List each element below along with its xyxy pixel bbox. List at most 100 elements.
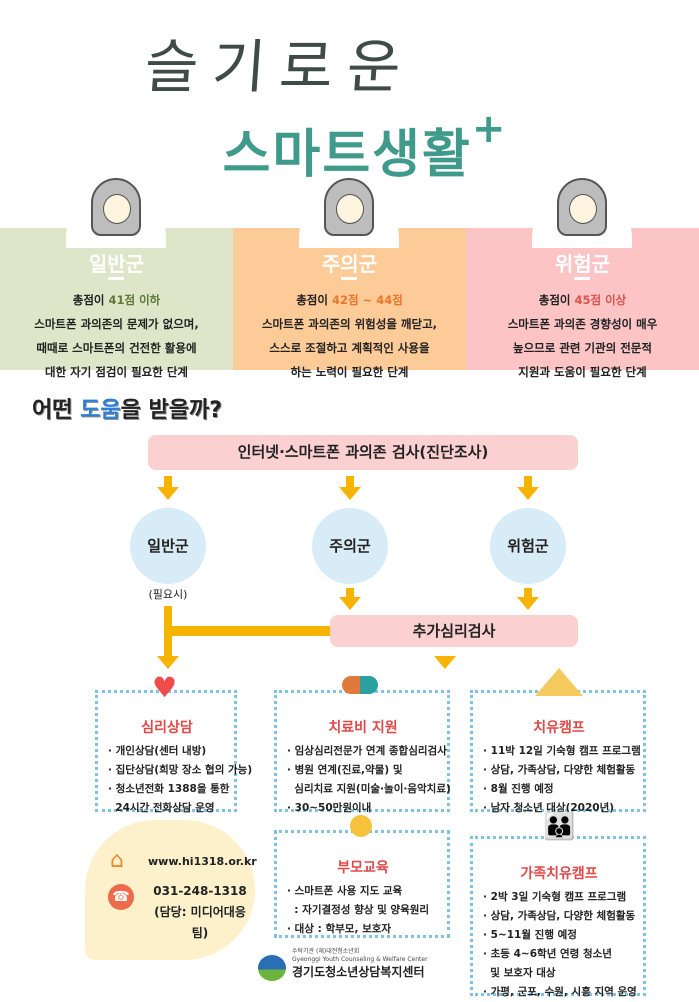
phone-number: 031-248-1318	[153, 884, 247, 898]
arrow-down-icon	[157, 487, 179, 500]
divider	[108, 277, 124, 280]
score-prefix: 총점이	[72, 293, 109, 307]
service-item: · 상담, 가족상담, 다양한 체험활동	[483, 910, 636, 922]
pill-icon	[342, 676, 378, 694]
divider	[574, 277, 590, 280]
service-item: · 2박 3일 기숙형 캠프 프로그램	[483, 891, 627, 903]
score-value: 45점 이상	[574, 293, 627, 307]
service-title: 가족치유캠프	[520, 866, 598, 882]
service-title: 부모교육	[337, 860, 389, 876]
group-desc-line: 스마트폰 과의존 경향성이 매우	[507, 317, 658, 331]
service-item: · 가평, 군포, 수원, 시흥 지역 운영	[483, 986, 637, 998]
character-icon	[91, 178, 141, 236]
group-score: 총점이 45점 이상	[466, 288, 699, 312]
plus-icon: +	[471, 105, 508, 152]
logo-icon	[258, 955, 286, 981]
group-desc-line: 대한 자기 점검이 필요한 단계	[45, 365, 188, 379]
service-item: · 병원 연계(진료,약물) 및	[287, 764, 403, 776]
character-icon	[557, 178, 607, 236]
logo-sub2: Gyeonggi Youth Counseling & Welfare Cent…	[292, 956, 428, 963]
service-counseling: 심리상담 · 개인상담(센터 내방) · 집단상담(희망 장소 협의 가능) ·…	[95, 690, 253, 814]
group-score: 총점이 41점 이하	[0, 288, 233, 312]
diagnostic-test-bar: 인터넷·스마트폰 과의존 검사(진단조사)	[148, 435, 578, 470]
additional-test-bar: 추가심리검사	[330, 615, 578, 647]
service-title: 치유캠프	[533, 720, 585, 736]
service-item: · 11박 12일 기숙형 캠프 프로그램	[483, 745, 641, 757]
arrow-stem	[164, 476, 172, 488]
divider	[341, 277, 357, 280]
group-desc: 총점이 42점 ~ 44점 스마트폰 과의존의 위험성을 깨닫고, 스스로 조절하…	[233, 288, 466, 384]
logo-name: 경기도청소년상담복지센터	[292, 965, 425, 979]
service-item: · 스마트폰 사용 지도 교육	[287, 885, 403, 897]
group-name: 위험군	[554, 252, 611, 276]
group-desc-line: 하는 노력이 필요한 단계	[290, 365, 409, 379]
service-item: 심리치료 지원(미술·놀이·음악치료)	[287, 783, 451, 795]
service-treatment-support: 치료비 지원 · 임상심리전문가 연계 종합심리검사 · 병원 연계(진료,약물…	[274, 690, 451, 814]
circle-risk: 위험군	[490, 508, 566, 584]
group-name: 일반군	[88, 252, 145, 276]
arrow-stem	[346, 476, 354, 488]
circle-caution: 주의군	[312, 508, 388, 584]
help-heading: 어떤 도움을 받을까?	[32, 392, 222, 424]
service-item: · 30~50만원이내	[287, 802, 372, 814]
service-item: · 개인상담(센터 내방)	[108, 745, 207, 757]
group-desc-line: 스스로 조절하고 계획적인 사용을	[269, 341, 430, 355]
arrow-stem	[524, 476, 532, 488]
score-prefix: 총점이	[296, 293, 332, 307]
service-title: 치료비 지원	[328, 720, 398, 736]
service-parent-education: 부모교육 · 스마트폰 사용 지도 교육 : 자기결정성 향상 및 양육원리 ·…	[274, 830, 450, 938]
family-icon: 👪	[543, 812, 576, 842]
help-post: 을 받을까?	[120, 398, 223, 423]
group-desc-line: 스마트폰 과의존의 문제가 없으며,	[34, 317, 199, 331]
arrow-down-icon	[434, 656, 456, 669]
score-value: 41점 이하	[108, 293, 161, 307]
arrow-down-icon	[517, 487, 539, 500]
help-pre: 어떤	[32, 398, 81, 423]
character-icon	[324, 178, 374, 236]
contact-dept: (담당: 미디어대응팀)	[154, 905, 246, 940]
title-line2: 스마트생활+	[180, 106, 550, 187]
title-main: 스마트생활	[222, 125, 472, 185]
connector-line	[164, 626, 330, 636]
home-search-icon: ⌂	[110, 848, 124, 873]
website-link[interactable]: www.hi1318.or.kr	[148, 855, 257, 868]
group-name: 주의군	[321, 252, 378, 276]
lightbulb-icon	[350, 815, 372, 837]
service-item: · 8월 진행 예정	[483, 783, 554, 795]
service-item: : 자기결정성 향상 및 양육원리	[287, 904, 430, 916]
contact-phone: 031-248-1318 (담당: 미디어대응팀)	[150, 881, 250, 944]
group-panel-0: 일반군 총점이 41점 이하 스마트폰 과의존의 문제가 없으며, 때때로 스마트…	[0, 178, 233, 379]
service-item: · 임상심리전문가 연계 종합심리검사	[287, 745, 447, 757]
arrow-down-icon	[157, 656, 179, 669]
service-item: · 상담, 가족상담, 다양한 체험활동	[483, 764, 636, 776]
help-highlight: 도움	[80, 398, 121, 423]
service-item: · 집단상담(희망 장소 협의 가능)	[108, 764, 253, 776]
arrow-down-icon	[339, 597, 361, 610]
service-item: · 초등 4~6학년 연령 청소년	[483, 948, 612, 960]
arrow-down-icon	[517, 597, 539, 610]
logo-text: 수탁기관 (재)대전청소년회 Gyeonggi Youth Counseling…	[292, 948, 428, 980]
score-prefix: 총점이	[538, 293, 575, 307]
heart-icon: ♥	[152, 671, 178, 704]
score-value: 42점 ~ 44점	[331, 293, 403, 307]
arrow-stem	[524, 588, 532, 598]
tent-icon	[535, 668, 583, 696]
phone-icon: ☎	[108, 884, 134, 910]
service-item: · 5~11월 진행 예정	[483, 929, 577, 941]
group-desc: 총점이 41점 이하 스마트폰 과의존의 문제가 없으며, 때때로 스마트폰의 건…	[0, 288, 233, 384]
group-desc-line: 높으므로 관련 기관의 전문적	[513, 341, 652, 355]
service-item: · 대상 : 학부모, 보호자	[287, 923, 392, 935]
group-score: 총점이 42점 ~ 44점	[233, 288, 466, 312]
service-item: · 청소년전화 1388을 통한	[108, 783, 230, 795]
service-title: 심리상담	[141, 720, 193, 736]
group-desc-line: 지원과 도움이 필요한 단계	[518, 365, 647, 379]
group-panel-1: 주의군 총점이 42점 ~ 44점 스마트폰 과의존의 위험성을 깨닫고, 스스로…	[233, 178, 466, 379]
title-line1: 슬기로운	[142, 33, 417, 101]
logo-sub1: 수탁기관 (재)대전청소년회	[292, 948, 360, 955]
group-desc-line: 때때로 스마트폰의 건전한 활용에	[36, 341, 197, 355]
service-item: · 남자 청소년 대상(2020년)	[483, 802, 615, 814]
service-family-camp: 가족치유캠프 · 2박 3일 기숙형 캠프 프로그램 · 상담, 가족상담, 다…	[470, 836, 646, 998]
group-desc-line: 스마트폰 과의존의 위험성을 깨닫고,	[261, 317, 438, 331]
